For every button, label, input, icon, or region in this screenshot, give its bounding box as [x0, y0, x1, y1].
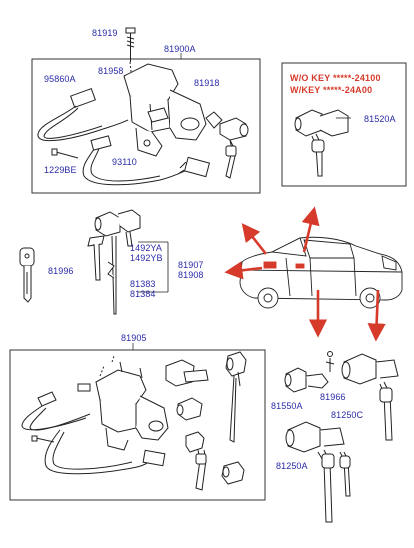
label-81958: 81958 [98, 66, 124, 76]
label-81996: 81996 [48, 266, 74, 276]
full-set-lock-body-drawing [21, 355, 169, 475]
screw-81919-drawing [125, 27, 136, 91]
label-93110: 93110 [112, 157, 137, 167]
label-81908: 81908 [178, 270, 204, 280]
label-81905: 81905 [121, 333, 147, 343]
label-81907: 81907 [178, 260, 204, 270]
label-81550A: 81550A [271, 401, 303, 411]
label-81900A: 81900A [164, 44, 196, 54]
bracket-81907-81908-drawing [138, 241, 169, 293]
label-1229BE: 1229BE [44, 165, 77, 175]
label-81384: 81384 [130, 289, 156, 299]
box-81900A [31, 53, 261, 194]
car-illustration [239, 236, 403, 309]
option-with-key: W/KEY *****-24A00 [290, 85, 373, 95]
wiring-93110-drawing [82, 135, 211, 186]
key-81996-drawing [19, 247, 35, 303]
pointer-arrows [224, 206, 386, 342]
label-1492YA: 1492YA [130, 243, 162, 253]
ignition-lock-body-drawing [123, 63, 223, 157]
label-81919: 81919 [92, 28, 118, 38]
lock-81520A-drawing [294, 109, 351, 177]
label-81250C: 81250C [331, 410, 364, 420]
box-81905 [9, 343, 266, 501]
wiring-95860A-drawing [37, 87, 129, 142]
label-1492YB: 1492YB [130, 253, 163, 263]
label-81520A: 81520A [364, 114, 396, 124]
box-key-options [281, 62, 407, 187]
label-81383: 81383 [130, 279, 156, 289]
lock-cylinder-81918-drawing [219, 117, 249, 179]
option-without-key: W/O KEY *****-24100 [290, 73, 381, 83]
cylinder-81250A-drawing [285, 421, 351, 523]
label-81918: 81918 [194, 78, 220, 88]
clip-81966-drawing [325, 351, 335, 372]
label-95860A: 95860A [44, 74, 76, 84]
door-lock-81907-drawing [87, 209, 141, 315]
full-set-door-and-trunk-parts-drawing [165, 351, 247, 491]
cylinder-81250C-drawing [341, 353, 399, 441]
cylinder-81550A-drawing [284, 367, 329, 393]
screw-1229BE-drawing [51, 148, 79, 159]
label-81250A: 81250A [276, 461, 308, 471]
label-81966: 81966 [320, 392, 346, 402]
